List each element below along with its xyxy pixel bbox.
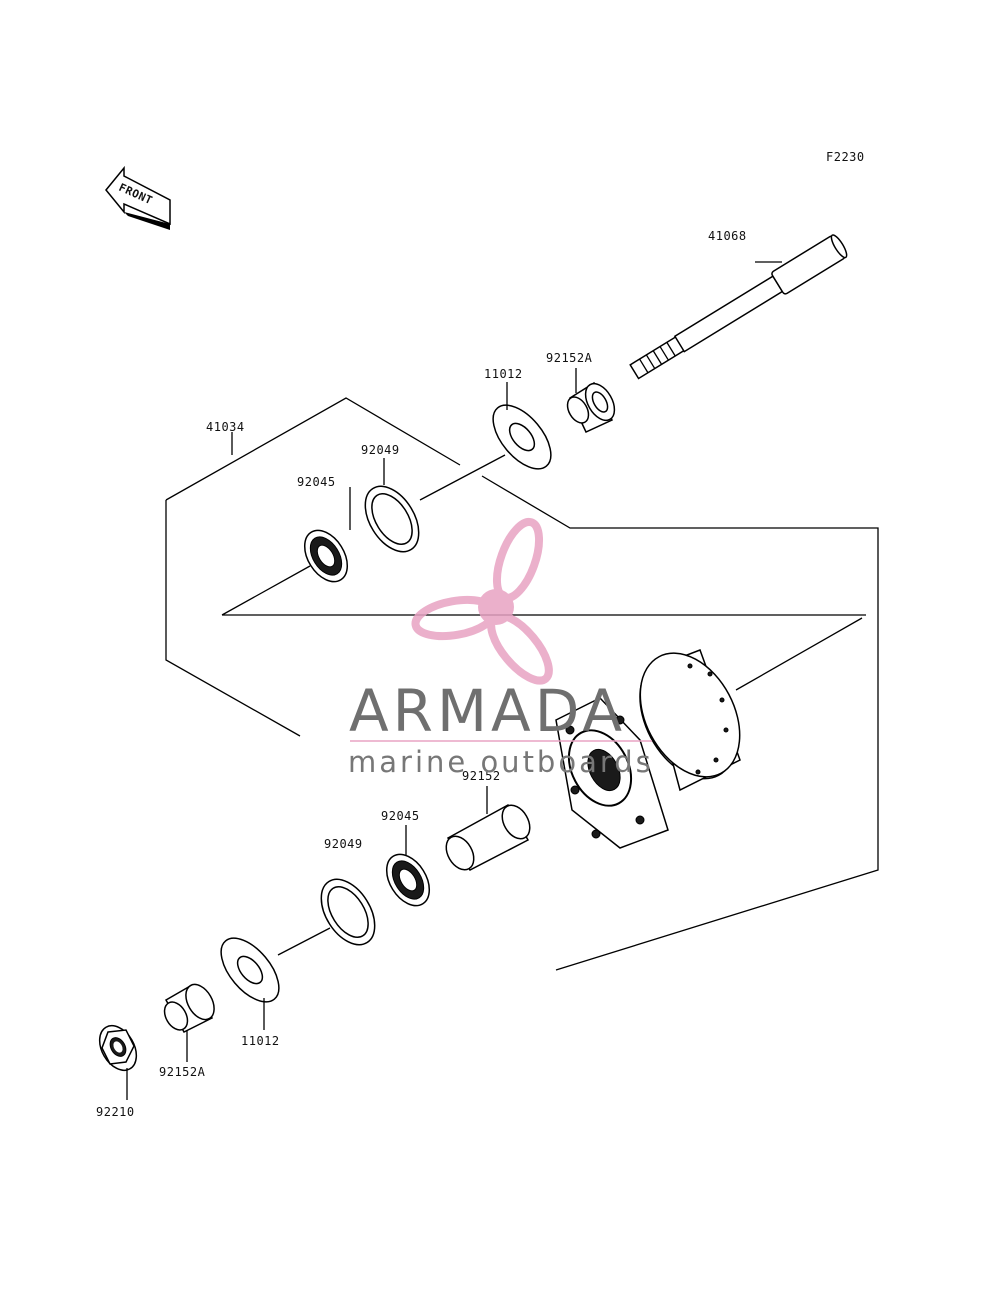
label-assembly: 41034	[206, 420, 245, 434]
watermark-tagline: marine outboards	[348, 745, 654, 779]
label-axle: 41068	[708, 229, 747, 243]
collar-center-part	[445, 803, 531, 871]
seal-bottom-part	[220, 937, 280, 1003]
propeller-logo-icon	[411, 517, 553, 685]
label-seal-bottom: 11012	[241, 1034, 280, 1048]
label-bearing-top: 92045	[297, 475, 336, 489]
label-collar-center: 92152	[462, 769, 501, 783]
watermark-brand: ARMADA	[349, 677, 626, 745]
seal-top-part	[492, 404, 552, 470]
wheel-hub-part	[555, 649, 741, 849]
collar-bottom-part	[163, 983, 215, 1033]
label-bearing-bottom: 92045	[381, 809, 420, 823]
label-washer-top: 92049	[361, 443, 400, 457]
leader-seal-top-axis	[419, 454, 506, 501]
label-collar-bottom: 92152A	[159, 1065, 206, 1079]
nut-part	[98, 1024, 138, 1072]
label-seal-top: 11012	[484, 367, 523, 381]
armada-watermark: ARMADA marine outboards	[348, 517, 654, 779]
label-collar-top: 92152A	[546, 351, 593, 365]
washer-bottom-part	[320, 878, 376, 946]
leader-washer-bottom-axis	[277, 927, 331, 956]
collar-top-part	[566, 381, 616, 433]
diagram-code: F2230	[826, 150, 865, 164]
bearing-bottom-part	[385, 853, 431, 907]
front-arrow-icon: FRONT	[105, 165, 171, 230]
label-washer-bottom: 92049	[324, 837, 363, 851]
bearing-top-part	[303, 529, 349, 583]
washer-top-part	[364, 485, 420, 553]
axle-part	[629, 234, 848, 380]
label-nut: 92210	[96, 1105, 135, 1119]
assembly-bracket	[165, 397, 879, 971]
